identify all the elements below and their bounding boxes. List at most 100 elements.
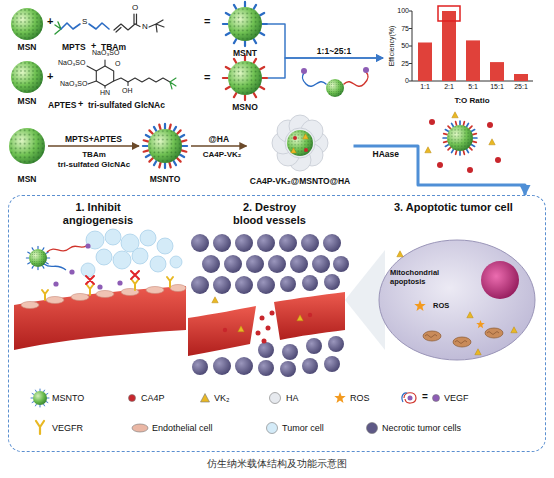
particles-top bbox=[223, 56, 267, 100]
panel-vessels bbox=[306, 338, 322, 354]
legend-swatch bbox=[263, 422, 281, 434]
text-label: APTES bbox=[48, 100, 76, 110]
panel-vessels bbox=[188, 234, 349, 377]
panel-vessels bbox=[260, 316, 265, 321]
panel-vessels bbox=[324, 356, 340, 372]
panel-angiogenesis bbox=[132, 248, 148, 264]
legend-label: HA bbox=[286, 392, 299, 404]
panel-apoptosis bbox=[345, 240, 535, 360]
particles-row3 bbox=[467, 167, 473, 173]
particles-row3 bbox=[447, 125, 473, 151]
particles-row3 bbox=[489, 139, 495, 145]
edge-label: MPTS+APTES bbox=[64, 134, 123, 144]
legend-swatch bbox=[433, 395, 440, 402]
efficiency-chart bbox=[409, 6, 533, 81]
panel-angiogenesis bbox=[167, 277, 173, 287]
text-label: HN bbox=[100, 89, 110, 97]
text-label: CA4P-VK₂ bbox=[203, 150, 242, 160]
legend-label: VEGFR bbox=[52, 422, 83, 434]
glcnac-structure bbox=[87, 60, 176, 89]
legend-label: Tumor cell bbox=[282, 422, 324, 434]
legend-swatch bbox=[427, 392, 445, 404]
node-label: MSNO bbox=[232, 102, 258, 112]
mpts-structure bbox=[55, 22, 61, 34]
text-label: Mitochondrial apoptosis bbox=[390, 268, 462, 286]
edge-label: HAase bbox=[372, 149, 400, 159]
legend-label: ROS bbox=[350, 392, 370, 404]
panel-vessels bbox=[235, 357, 253, 375]
text-label: 15:1 bbox=[490, 83, 504, 91]
text-label: 75 bbox=[393, 25, 409, 33]
text-label: + bbox=[78, 99, 83, 110]
legend-swatch bbox=[196, 392, 214, 404]
panel-angiogenesis bbox=[157, 238, 173, 254]
particles-row3 bbox=[303, 134, 309, 139]
mpts-structure bbox=[61, 23, 80, 29]
efficiency-chart bbox=[418, 43, 432, 82]
text-label: = bbox=[422, 391, 428, 403]
panel-vessels bbox=[274, 292, 345, 340]
text-label: 25 bbox=[393, 60, 409, 68]
particle-node: CA4P-VK₂@MSNTO@HA bbox=[247, 114, 354, 186]
connector-arrow bbox=[48, 145, 139, 146]
panel-angiogenesis bbox=[86, 231, 104, 249]
panel-vessels bbox=[223, 311, 312, 344]
panel-angiogenesis bbox=[26, 246, 49, 269]
panel-apoptosis bbox=[423, 331, 441, 341]
panel-vessels bbox=[213, 234, 231, 252]
legend-swatch bbox=[363, 422, 381, 434]
legend-icons bbox=[402, 393, 407, 402]
panel-vessels bbox=[301, 234, 319, 252]
panel-vessels bbox=[282, 344, 298, 360]
panel-angiogenesis bbox=[69, 269, 74, 274]
text-label: NaO₃SO bbox=[60, 80, 87, 88]
glcnac-structure bbox=[170, 78, 176, 89]
panel-apoptosis bbox=[414, 300, 425, 311]
panel-apoptosis bbox=[475, 349, 481, 355]
mechanism-panel: 1. Inhibit angiogenesis 2. Destroy blood … bbox=[8, 195, 546, 452]
legend-swatch bbox=[129, 395, 136, 402]
panel-vessels bbox=[256, 331, 261, 336]
text-label: 0 bbox=[393, 77, 409, 85]
panel-vessels bbox=[238, 326, 244, 332]
particles-row3 bbox=[439, 117, 480, 158]
efficiency-chart bbox=[412, 11, 533, 81]
text-label: OH bbox=[122, 87, 133, 95]
node-label: 1. Inhibit angiogenesis bbox=[53, 201, 143, 227]
panel-vessels bbox=[323, 234, 341, 252]
panel-vessels bbox=[290, 255, 308, 273]
text-label: ROS bbox=[433, 301, 449, 310]
panel-angiogenesis bbox=[85, 243, 90, 248]
panel-apoptosis bbox=[485, 328, 503, 338]
text-label: 5:1 bbox=[468, 83, 478, 91]
particles-top bbox=[11, 2, 267, 100]
legend-label: CA4P bbox=[141, 392, 165, 404]
binding-inset bbox=[363, 67, 369, 73]
panel-angiogenesis bbox=[121, 289, 139, 296]
text-label: + bbox=[47, 15, 53, 28]
panel-angiogenesis bbox=[132, 280, 138, 290]
panel-vessels bbox=[235, 276, 253, 294]
text-label: = bbox=[204, 15, 210, 28]
node-label: 2. Destroy blood vessels bbox=[227, 201, 312, 227]
text-label: = bbox=[204, 71, 210, 84]
particles-top bbox=[11, 61, 43, 93]
mpts-structure bbox=[89, 23, 109, 29]
tbam-structure bbox=[116, 28, 121, 33]
text-label: MPTS bbox=[62, 42, 86, 52]
particles-row3 bbox=[9, 128, 45, 164]
panel-angiogenesis bbox=[105, 229, 121, 245]
panel-angiogenesis bbox=[96, 291, 114, 298]
binding-inset bbox=[344, 72, 368, 86]
panel-apoptosis bbox=[379, 240, 535, 360]
legend-icons bbox=[36, 421, 44, 434]
legend-label: Endothelial cell bbox=[152, 422, 213, 434]
panel-angiogenesis bbox=[21, 285, 186, 309]
panel-angiogenesis bbox=[42, 277, 173, 300]
panel-vessels bbox=[213, 276, 231, 294]
efficiency-chart bbox=[466, 40, 480, 81]
bar-chart: Efficiency(%)T:O Ratio bbox=[383, 3, 548, 113]
panel-angiogenesis bbox=[21, 302, 39, 309]
particles-row3 bbox=[138, 119, 192, 173]
